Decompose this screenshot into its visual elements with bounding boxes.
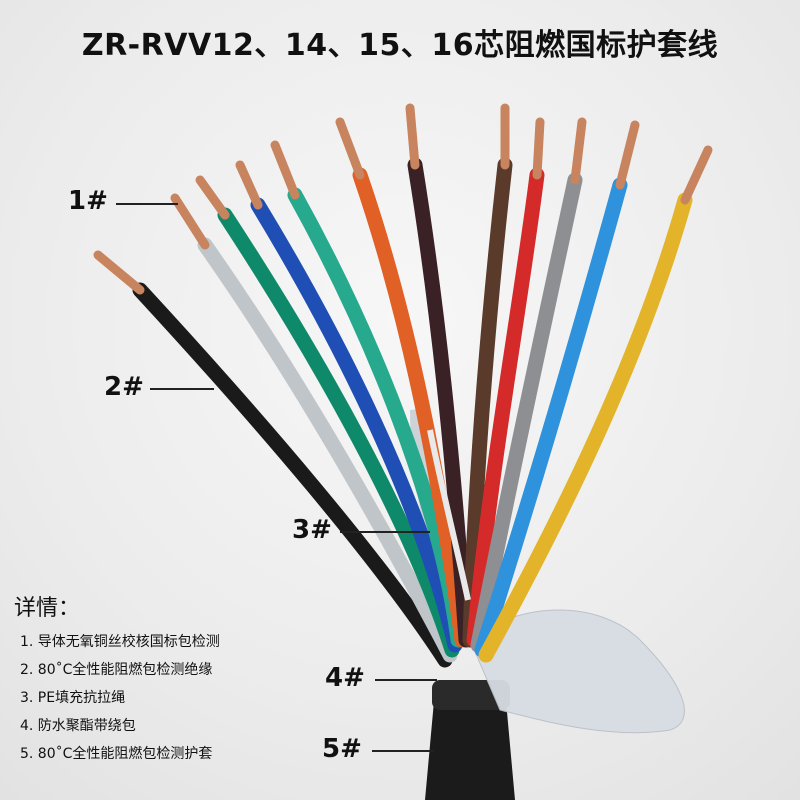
details-item: 2. 80˚C全性能阻燃包检测绝缘	[20, 662, 213, 678]
wire-brown	[462, 157, 513, 648]
copper-tip-1	[93, 250, 145, 295]
details-item: 4. 防水聚酯带绕包	[20, 718, 136, 734]
details-item: 3. PE填充抗拉绳	[20, 690, 126, 706]
details-item: 5. 80˚C全性能阻燃包检测护套	[20, 746, 213, 762]
copper-tip-3	[195, 175, 230, 220]
cable-sheath	[425, 690, 515, 800]
pe-filler-rope	[427, 429, 471, 601]
callout-4: 4#	[325, 663, 365, 693]
callout-3: 3#	[292, 515, 332, 545]
leader-line-3	[340, 531, 430, 533]
callout-5: 5#	[322, 734, 362, 764]
callout-1: 1#	[68, 186, 108, 216]
callout-2: 2#	[104, 372, 144, 402]
wire-blue	[250, 197, 463, 653]
copper-tip-10	[570, 117, 587, 185]
copper-tip-12	[680, 145, 713, 205]
wire-light-blue	[474, 177, 628, 658]
copper-tip-7	[405, 103, 420, 170]
details-list: 1. 导体无氧铜丝校核国标包检测 2. 80˚C全性能阻燃包检测绝缘 3. PE…	[20, 628, 220, 768]
wire-red	[466, 167, 545, 648]
wire-black	[132, 282, 453, 668]
copper-tip-5	[270, 140, 300, 200]
leader-line-5	[372, 750, 434, 752]
copper-tip-11	[615, 120, 640, 190]
copper-tip-6	[335, 117, 365, 180]
wire-orange	[352, 167, 470, 648]
page-title: ZR-RVV12、14、15、16芯阻燃国标护套线	[81, 28, 719, 63]
leader-line-4	[375, 679, 437, 681]
wire-dark-grey	[470, 172, 583, 653]
leader-line-2	[150, 388, 214, 390]
polyester-film	[469, 609, 685, 734]
wire-grey	[197, 237, 458, 663]
copper-tip-2	[170, 193, 210, 250]
copper-tip-4	[235, 160, 263, 210]
details-item: 1. 导体无氧铜丝校核国标包检测	[20, 634, 220, 650]
copper-tip-9	[532, 117, 545, 180]
leader-line-1	[116, 203, 178, 205]
copper-tips	[93, 103, 713, 295]
details-heading: 详情：	[14, 596, 81, 621]
wire-yellow	[478, 192, 693, 663]
wire-teal	[217, 207, 460, 658]
wire-group	[132, 157, 693, 668]
